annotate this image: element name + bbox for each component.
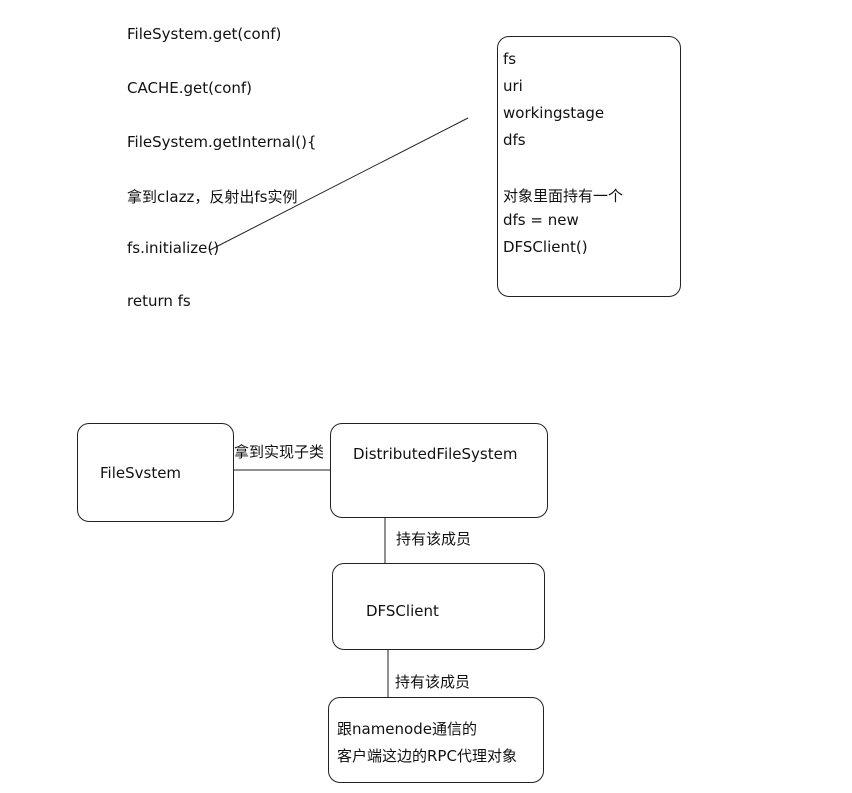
distributed-filesystem-node xyxy=(330,423,548,518)
edge-label-holds-member-2: 持有该成员 xyxy=(395,671,471,692)
initialize-to-note-line xyxy=(209,117,469,251)
filesystem-node-label: FileSvstem xyxy=(100,464,182,482)
note-line-holds-one: 对象里面持有一个 xyxy=(503,187,624,205)
dfsclient-node-label: DFSClient xyxy=(366,602,439,620)
code-line-cache-get: CACHE.get(conf) xyxy=(127,79,253,97)
rpc-proxy-node-label-line2: 客户端这边的RPC代理对象 xyxy=(337,747,517,765)
filesystem-node xyxy=(77,423,234,522)
code-line-reflect: 拿到clazz，反射出fs实例 xyxy=(127,188,298,206)
fs-fields-note-box xyxy=(497,36,681,297)
code-line-initialize: fs.initialize() xyxy=(127,239,220,257)
note-line-fs: fs xyxy=(503,50,517,68)
note-line-dfs-new: dfs = new xyxy=(503,211,579,229)
distributed-filesystem-node-label: DistributedFileSystem xyxy=(353,445,518,463)
edge-label-get-subclass: 拿到实现子类 xyxy=(234,441,325,462)
code-line-get-internal: FileSystem.getInternal(){ xyxy=(127,133,317,151)
note-line-uri: uri xyxy=(503,77,523,95)
dfsclient-node xyxy=(332,563,545,650)
edge-label-holds-member-1: 持有该成员 xyxy=(396,528,472,549)
note-line-dfsclient-ctor: DFSClient() xyxy=(503,238,588,256)
code-line-return: return fs xyxy=(127,292,191,310)
rpc-proxy-node xyxy=(328,697,544,783)
rpc-proxy-node-label-line1: 跟namenode通信的 xyxy=(337,720,477,738)
note-line-workingstage: workingstage xyxy=(503,104,605,122)
code-line-filesystem-get: FileSystem.get(conf) xyxy=(127,25,282,43)
note-line-dfs: dfs xyxy=(503,131,526,149)
